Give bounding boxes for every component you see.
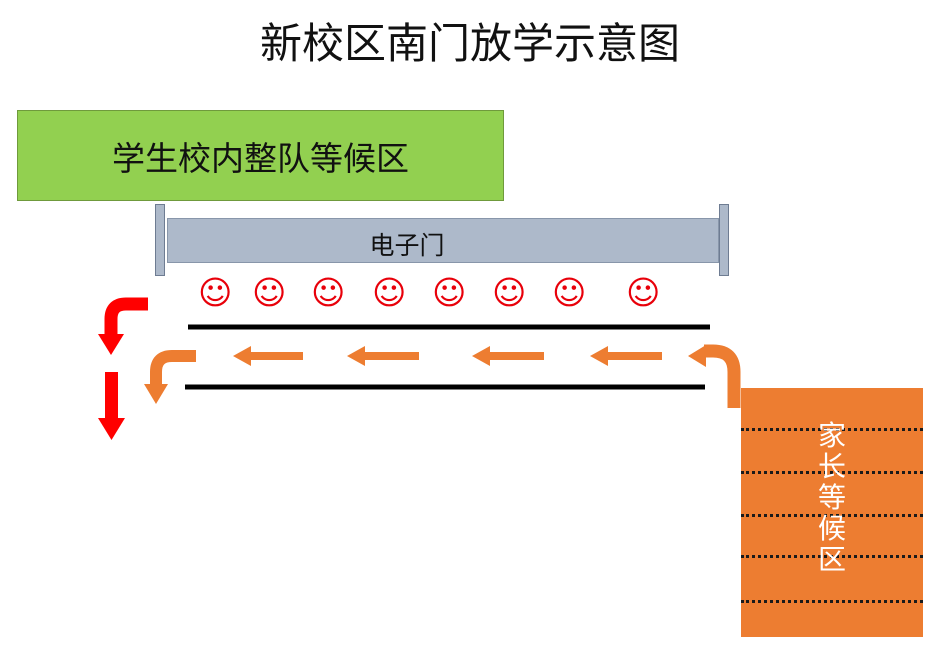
- down-arrow-icon: [105, 372, 118, 420]
- arrow-head-icon: [98, 418, 125, 440]
- student-icon: ☺: [492, 273, 527, 312]
- left-arrow-icon: [472, 346, 544, 366]
- queue-divider: [741, 555, 923, 558]
- electronic-gate: [167, 218, 719, 263]
- parent-waiting-zone-label: 家 长 等 候 区: [807, 420, 857, 575]
- left-arrow-icon: [590, 346, 662, 366]
- parent-zone-char: 家: [817, 419, 846, 452]
- electronic-gate-label: 电子门: [369, 231, 445, 260]
- queue-divider: [741, 471, 923, 474]
- gate-post-left: [155, 204, 165, 276]
- diagram-title: 新校区南门放学示意图: [259, 19, 680, 68]
- arrow-head-icon: [688, 345, 706, 367]
- parent-zone-char: 区: [817, 543, 846, 576]
- student-waiting-zone: 学生校内整队等候区: [17, 110, 504, 201]
- curved-arrow-icon: [150, 350, 196, 384]
- queue-divider: [741, 600, 923, 603]
- parent-zone-char: 等: [817, 481, 846, 514]
- student-icon: ☺: [552, 273, 587, 312]
- curved-arrow-icon: [104, 297, 148, 334]
- queue-divider: [741, 428, 923, 431]
- curved-arrow-icon: [704, 344, 741, 408]
- student-icon: ☺: [372, 273, 407, 312]
- gate-post-right: [719, 204, 729, 276]
- left-arrow-icon: [233, 346, 303, 366]
- parent-zone-char: 候: [817, 512, 846, 545]
- arrow-head-icon: [144, 384, 168, 404]
- student-icon: ☺: [626, 273, 661, 312]
- left-arrow-icon: [347, 346, 419, 366]
- parent-zone-char: 长: [817, 450, 846, 483]
- student-icon: ☺: [252, 273, 287, 312]
- student-icon: ☺: [198, 273, 233, 312]
- queue-divider: [741, 514, 923, 517]
- arrow-head-icon: [98, 334, 124, 355]
- student-icon: ☺: [432, 273, 467, 312]
- student-icon: ☺: [311, 273, 346, 312]
